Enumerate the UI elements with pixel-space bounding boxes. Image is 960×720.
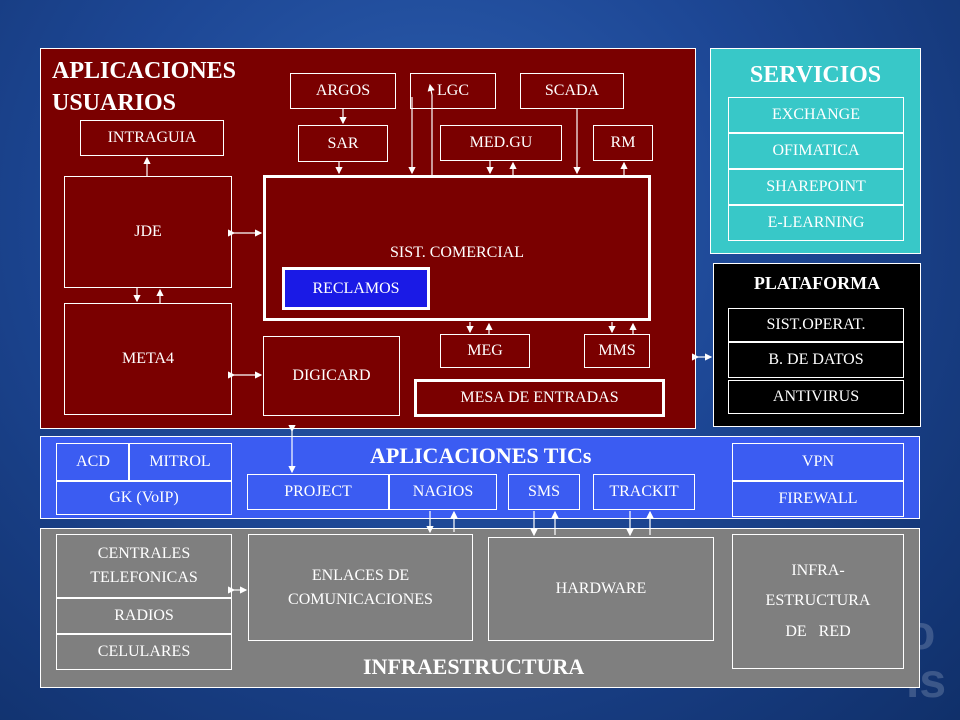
plataforma-antivirus[interactable]: ANTIVIRUS xyxy=(728,380,904,414)
plataforma-title: PLATAFORMA xyxy=(753,273,881,293)
sms-box[interactable]: SMS xyxy=(508,474,580,510)
medgu-box[interactable]: MED.GU xyxy=(440,125,562,161)
radios-box[interactable]: RADIOS xyxy=(56,598,232,634)
usuarios-title-line1: APLICACIONES xyxy=(52,58,237,84)
enlaces-line2: COMUNICACIONES xyxy=(288,590,433,608)
acd-box[interactable]: ACD xyxy=(56,443,130,481)
centrales-telefonicas-box[interactable]: CENTRALES TELEFONICAS xyxy=(56,534,232,598)
tics-title: APLICACIONES TICs xyxy=(370,443,592,468)
hardware-box[interactable]: HARDWARE xyxy=(488,537,714,641)
mitrol-box[interactable]: MITROL xyxy=(128,443,232,481)
reclamos-box[interactable]: RECLAMOS xyxy=(282,267,430,310)
red-line2: ESTRUCTURA xyxy=(765,592,871,610)
red-line1: INFRA- xyxy=(791,561,845,579)
servicios-title: SERVICIOS xyxy=(749,62,882,88)
trackit-box[interactable]: TRACKIT xyxy=(593,474,695,510)
red-line3: DE RED xyxy=(785,622,851,640)
usuarios-title-line2: USUARIOS xyxy=(52,90,177,116)
panel-plataforma xyxy=(713,263,921,427)
firewall-box[interactable]: FIREWALL xyxy=(732,481,904,517)
meg-box[interactable]: MEG xyxy=(440,334,530,368)
enlaces-comunicaciones-box[interactable]: ENLACES DE COMUNICACIONES xyxy=(248,534,473,641)
centrales-line1: CENTRALES xyxy=(97,545,191,562)
rm-box[interactable]: RM xyxy=(593,125,653,161)
servicio-elearning[interactable]: E-LEARNING xyxy=(728,205,904,241)
servicio-ofimatica[interactable]: OFIMATICA xyxy=(728,133,904,169)
servicio-exchange[interactable]: EXCHANGE xyxy=(728,97,904,133)
usuarios-title: APLICACIONES USUARIOS xyxy=(52,55,236,119)
scada-box[interactable]: SCADA xyxy=(520,73,624,109)
infraestructura-red-box[interactable]: INFRA- ESTRUCTURA DE RED xyxy=(732,534,904,669)
panel-aplicaciones-tics xyxy=(40,436,920,519)
mesa-entradas-box[interactable]: MESA DE ENTRADAS xyxy=(414,379,665,417)
project-box[interactable]: PROJECT xyxy=(247,474,389,510)
plataforma-sistoperat[interactable]: SIST.OPERAT. xyxy=(728,308,904,342)
meta4-box[interactable]: META4 xyxy=(64,303,232,415)
infra-title: INFRAESTRUCTURA xyxy=(363,654,585,679)
nagios-box[interactable]: NAGIOS xyxy=(389,474,497,510)
panel-servicios xyxy=(710,48,921,254)
gk-voip-box[interactable]: GK (VoIP) xyxy=(56,481,232,515)
intraguia-box[interactable]: INTRAGUIA xyxy=(80,120,224,156)
servicio-sharepoint[interactable]: SHAREPOINT xyxy=(728,169,904,205)
plataforma-bdatos[interactable]: B. DE DATOS xyxy=(728,342,904,378)
argos-box[interactable]: ARGOS xyxy=(290,73,396,109)
panel-aplicaciones-usuarios xyxy=(40,48,696,429)
sist-comercial-label: SIST. COMERCIAL xyxy=(390,244,524,261)
panel-infraestructura xyxy=(40,528,920,688)
lgc-box[interactable]: LGC xyxy=(410,73,496,109)
sar-box[interactable]: SAR xyxy=(298,125,388,162)
vpn-box[interactable]: VPN xyxy=(732,443,904,481)
sist-comercial-box[interactable]: SIST. COMERCIAL xyxy=(263,175,651,321)
centrales-line2: TELEFONICAS xyxy=(90,569,198,586)
mms-box[interactable]: MMS xyxy=(584,334,650,368)
jde-box[interactable]: JDE xyxy=(64,176,232,288)
enlaces-line1: ENLACES DE xyxy=(311,566,410,584)
celulares-box[interactable]: CELULARES xyxy=(56,634,232,670)
digicard-box[interactable]: DIGICARD xyxy=(263,336,400,416)
